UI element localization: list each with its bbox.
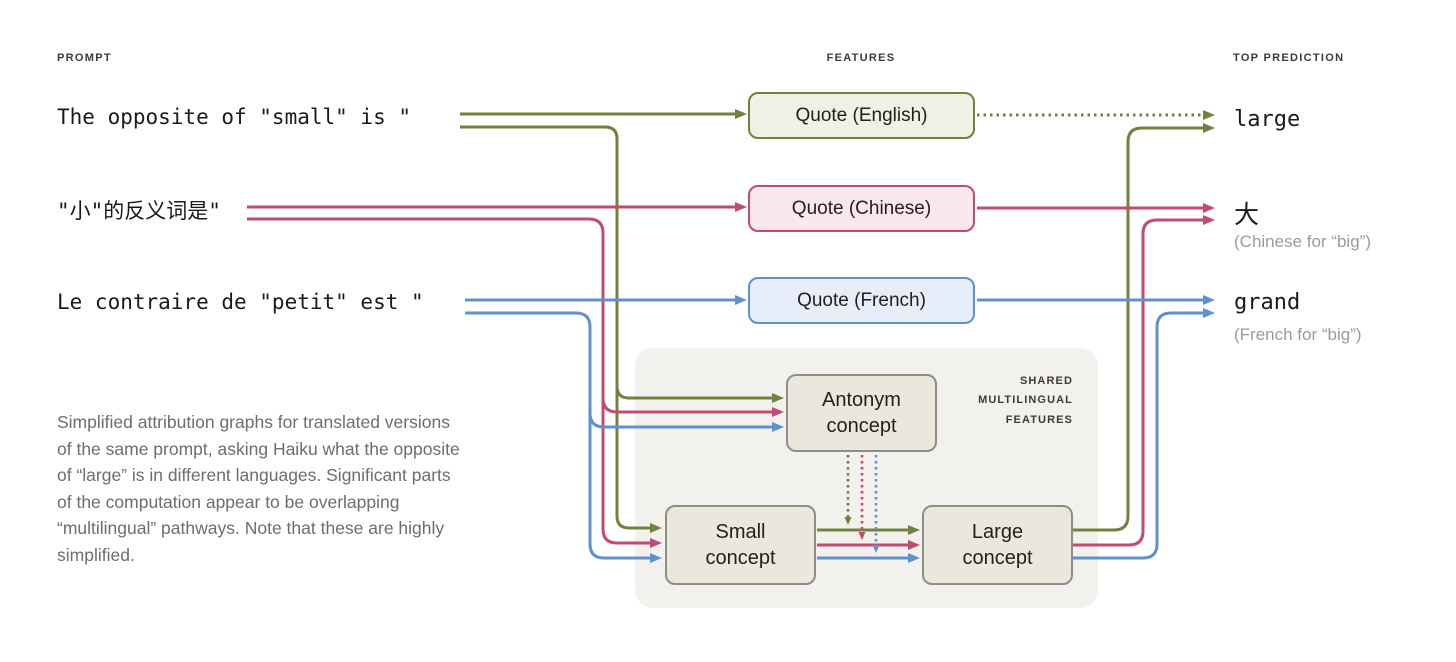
- edge-large-concept-to-grand-prediction: [1073, 308, 1215, 560]
- feature-box-quote-english: Quote (English): [748, 92, 975, 139]
- prediction-note-chinese: (Chinese for “big”): [1234, 232, 1371, 251]
- feature-box-quote-chinese: Quote (Chinese): [748, 185, 975, 232]
- prediction-grand: grand: [1234, 290, 1301, 315]
- edge-chinese-prompt-to-small-concept: [247, 217, 662, 548]
- feature-label-english: Quote (English): [795, 104, 928, 126]
- prediction-note-french: (French for “big”): [1234, 325, 1362, 344]
- concept-label-small: Small concept: [705, 521, 776, 569]
- concept-box-large: Large concept: [922, 505, 1073, 585]
- figure-caption: Simplified attribution graphs for transl…: [57, 412, 460, 565]
- edge-english-prompt-to-small-concept: [460, 125, 662, 533]
- prompt-english: The opposite of "small" is ": [57, 105, 412, 129]
- edge-french-prompt-to-small-concept: [465, 311, 662, 563]
- feature-box-quote-french: Quote (French): [748, 277, 975, 324]
- feature-label-french: Quote (French): [797, 289, 926, 311]
- concept-label-antonym: Antonym concept: [822, 389, 901, 437]
- concept-box-antonym: Antonym concept: [786, 374, 937, 452]
- edge-large-concept-to-large-prediction: [1073, 123, 1215, 532]
- column-header-prompt: PROMPT: [57, 52, 112, 64]
- edge-french-branch-to-antonym-concept: [588, 412, 784, 432]
- prediction-da: 大: [1234, 200, 1260, 229]
- concept-label-large: Large concept: [962, 521, 1033, 569]
- edge-chinese-branch-to-antonym-concept: [601, 397, 784, 417]
- prompt-french: Le contraire de "petit" est ": [57, 290, 424, 314]
- column-header-features: FEATURES: [826, 52, 896, 64]
- prediction-large: large: [1234, 107, 1301, 132]
- shared-multilingual-label: SHARED MULTILINGUAL FEATURES: [978, 375, 1073, 426]
- feature-label-chinese: Quote (Chinese): [791, 197, 932, 219]
- edge-english-branch-to-antonym-concept: [615, 385, 784, 403]
- edge-large-concept-to-da-prediction: [1073, 215, 1215, 547]
- concept-box-small: Small concept: [665, 505, 816, 585]
- column-header-top-prediction: TOP PREDICTION: [1233, 52, 1345, 64]
- prompt-chinese: "小"的反义词是": [57, 199, 221, 223]
